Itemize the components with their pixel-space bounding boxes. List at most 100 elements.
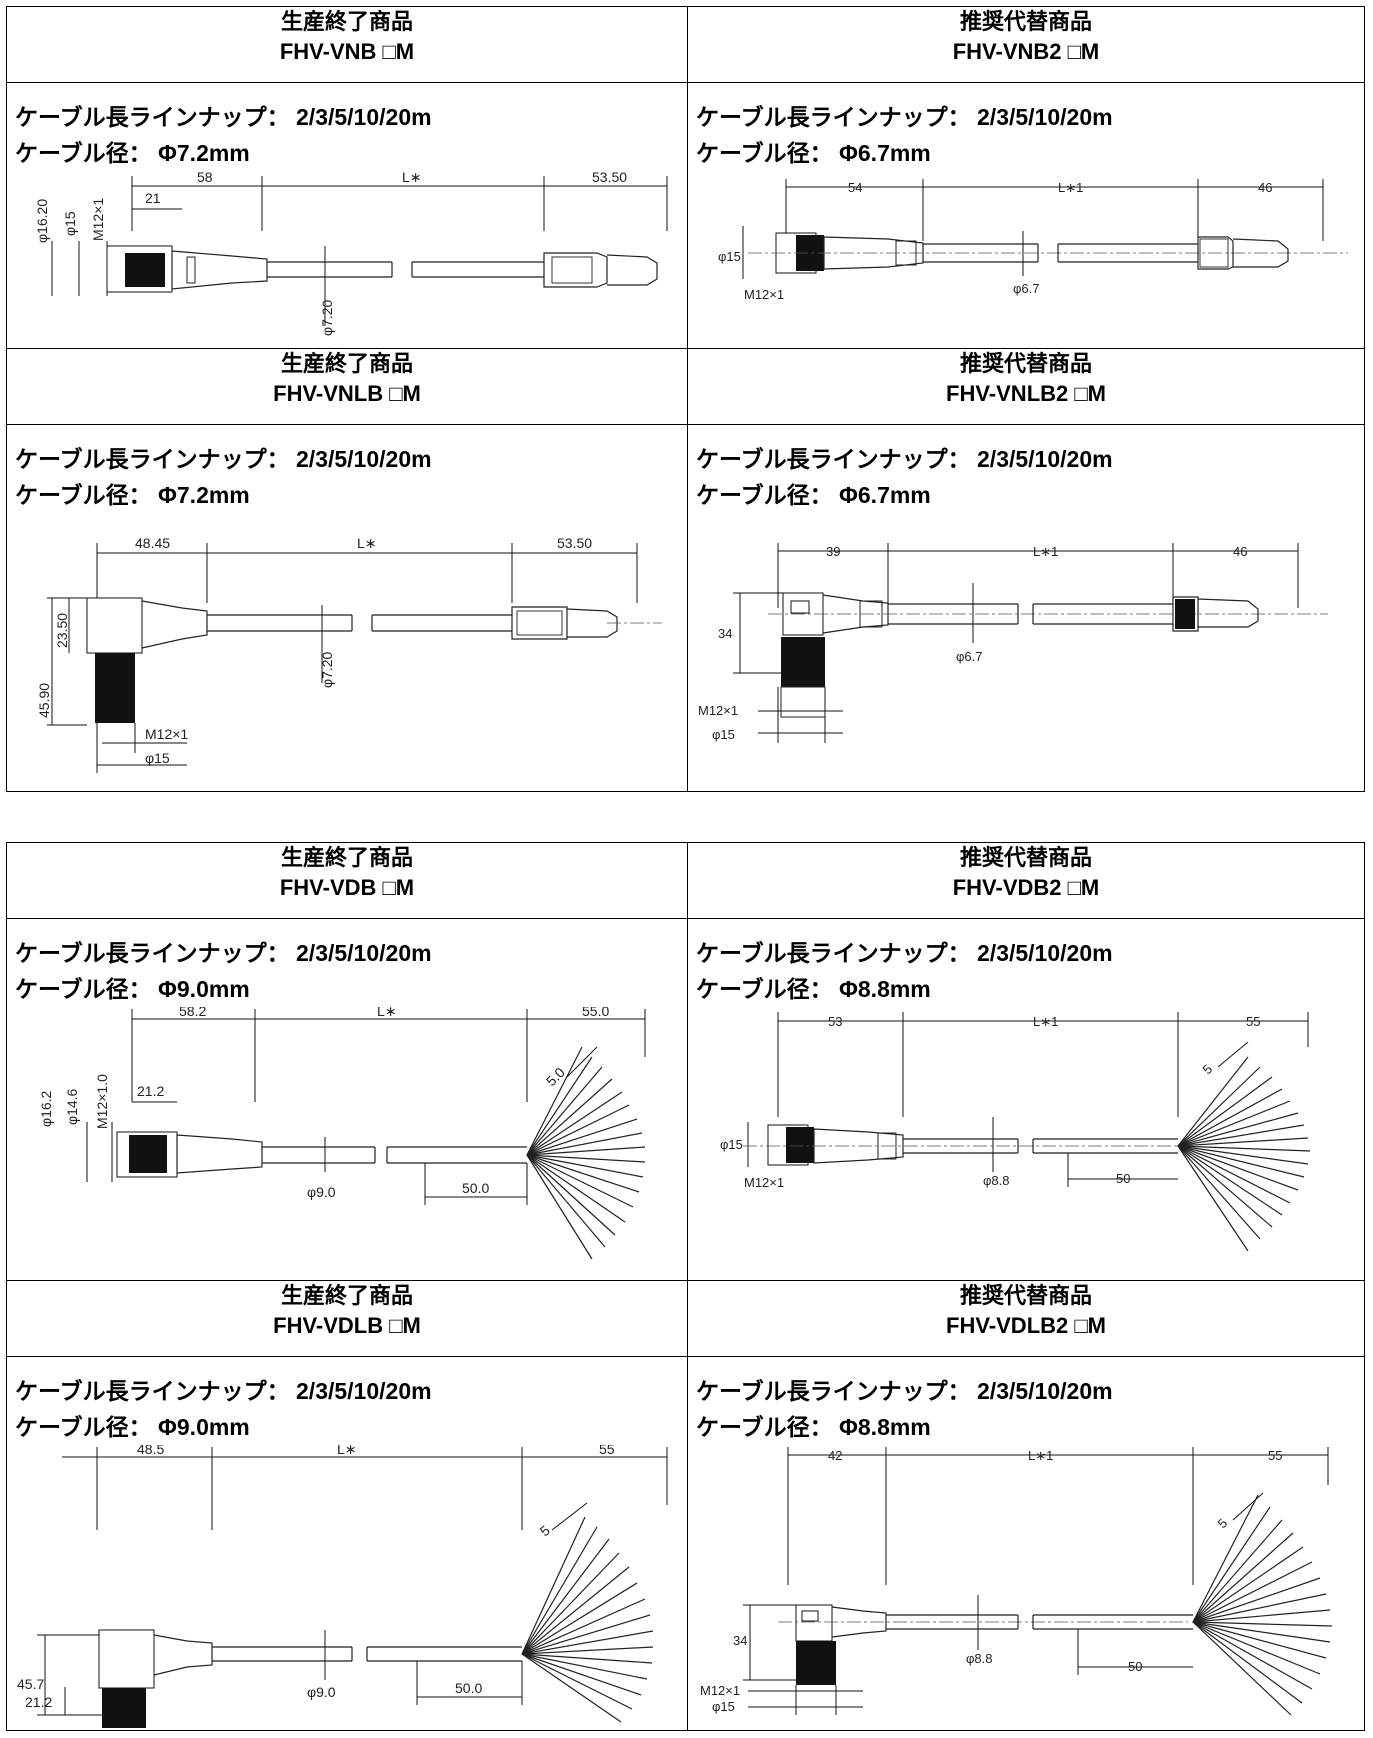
spec-cell-vdb: ケーブル長ラインナップ： 2/3/5/10/20m ケーブル径： Φ9.0mm … xyxy=(6,918,688,1281)
dim-label: φ7.20 xyxy=(319,651,335,688)
product-status: 推奨代替商品 xyxy=(959,1283,1092,1308)
dim-label: φ15 xyxy=(718,249,741,264)
dim-label: 50 xyxy=(1128,1659,1142,1674)
dim-label: 34 xyxy=(718,626,732,641)
dim-label: M12×1 xyxy=(90,198,106,241)
dim-label: 55 xyxy=(599,1445,615,1457)
dim-label: 21.2 xyxy=(25,1694,52,1710)
dim-label: L∗1 xyxy=(1033,1014,1058,1029)
spec-cell-vnlb: ケーブル長ラインナップ： 2/3/5/10/20m ケーブル径： Φ7.2mm … xyxy=(6,424,688,792)
dim-label: φ9.0 xyxy=(307,1684,336,1700)
dim-label: 53 xyxy=(828,1014,842,1029)
dim-label: 54 xyxy=(848,180,862,195)
product-status: 生産終了商品 xyxy=(280,351,413,376)
product-status: 推奨代替商品 xyxy=(959,845,1092,870)
discontinued-header: 生産終了商品 FHV-VNLB □M xyxy=(6,348,688,425)
cable-diameter: ケーブル径： Φ8.8mm xyxy=(696,976,931,1002)
model-name: FHV-VNB □M xyxy=(279,39,415,64)
dim-label: L∗1 xyxy=(1033,544,1058,559)
discontinued-header: 生産終了商品 FHV-VDLB □M xyxy=(6,1280,688,1357)
comparison-table-2: 生産終了商品 FHV-VDB □M 推奨代替商品 FHV-VDB2 □M ケーブ… xyxy=(6,842,1365,1731)
dim-label: φ9.0 xyxy=(307,1184,336,1200)
spec-cell-vdlb: ケーブル長ラインナップ： 2/3/5/10/20m ケーブル径： Φ9.0mm … xyxy=(6,1356,688,1731)
dim-label: φ15 xyxy=(712,727,735,742)
dim-label: 21.2 xyxy=(137,1083,164,1099)
cable-diameter: ケーブル径： Φ8.8mm xyxy=(696,1414,931,1440)
header-row: 生産終了商品 FHV-VDLB □M 推奨代替商品 FHV-VDLB2 □M xyxy=(6,1280,1365,1357)
dim-label: 23.50 xyxy=(54,613,70,648)
spec-row: ケーブル長ラインナップ： 2/3/5/10/20m ケーブル径： Φ7.2mm … xyxy=(6,82,1365,349)
product-status: 生産終了商品 xyxy=(280,845,413,870)
spec-row: ケーブル長ラインナップ： 2/3/5/10/20m ケーブル径： Φ9.0mm … xyxy=(6,918,1365,1281)
dim-label: φ8.8 xyxy=(983,1173,1010,1188)
dim-label: 46 xyxy=(1233,544,1247,559)
dim-label: 53.50 xyxy=(557,535,592,551)
dim-label: φ15 xyxy=(720,1137,743,1152)
dim-label: φ8.8 xyxy=(966,1651,993,1666)
dim-label: 5 xyxy=(1215,1515,1231,1531)
cable-diameter: ケーブル径： Φ6.7mm xyxy=(696,140,931,166)
spec-cell-vnb2: ケーブル長ラインナップ： 2/3/5/10/20m ケーブル径： Φ6.7mm … xyxy=(687,82,1365,349)
model-name: FHV-VNLB □M xyxy=(273,381,421,406)
wire-fan xyxy=(526,1046,646,1260)
dim-label: φ6.7 xyxy=(956,649,983,664)
dim-label: M12×1 xyxy=(700,1683,740,1698)
header-row: 生産終了商品 FHV-VNB □M 推奨代替商品 FHV-VNB2 □M xyxy=(6,6,1365,83)
dim-label: φ6.7 xyxy=(1013,281,1040,296)
dim-label: L∗ xyxy=(337,1445,357,1457)
dim-label: φ16.2 xyxy=(38,1090,54,1127)
dim-label: L∗ xyxy=(402,171,422,185)
cable-drawing-vdlb2: 42 L∗1 55 34 φ8.8 50 xyxy=(700,1447,1333,1716)
spec-row: ケーブル長ラインナップ： 2/3/5/10/20m ケーブル径： Φ9.0mm … xyxy=(6,1356,1365,1731)
cable-lineup: ケーブル長ラインナップ： 2/3/5/10/20m xyxy=(15,446,432,472)
spec-cell-vnb: ケーブル長ラインナップ： 2/3/5/10/20m ケーブル径： Φ7.2mm … xyxy=(6,82,688,349)
dim-label: 55 xyxy=(1246,1014,1260,1029)
dim-label: M12×1 xyxy=(744,1175,784,1190)
dim-label: 58.2 xyxy=(179,1007,206,1019)
cable-drawing-vdb2: 53 L∗1 55 φ15 φ8.8 50 M12×1 xyxy=(720,1012,1311,1252)
dim-label: 5 xyxy=(1200,1061,1216,1077)
cable-drawing-vnlb2: 39 L∗1 46 34 φ6 xyxy=(698,543,1328,743)
discontinued-header: 生産終了商品 FHV-VNB □M xyxy=(6,6,688,83)
dim-label: 46 xyxy=(1258,180,1272,195)
replacement-header: 推奨代替商品 FHV-VDLB2 □M xyxy=(687,1280,1365,1357)
product-status: 推奨代替商品 xyxy=(959,9,1092,34)
comparison-table-1: 生産終了商品 FHV-VNB □M 推奨代替商品 FHV-VNB2 □M ケーブ… xyxy=(6,6,1365,792)
product-status: 推奨代替商品 xyxy=(959,351,1092,376)
dim-label: 21 xyxy=(145,190,161,206)
cable-lineup: ケーブル長ラインナップ： 2/3/5/10/20m xyxy=(15,940,432,966)
model-name: FHV-VNLB2 □M xyxy=(946,381,1106,406)
cable-diameter: ケーブル径： Φ9.0mm xyxy=(15,1414,250,1440)
dim-label: M12×1 xyxy=(145,726,188,742)
dim-label: 50.0 xyxy=(462,1180,489,1196)
wire-fan xyxy=(521,1516,654,1723)
cable-lineup: ケーブル長ラインナップ： 2/3/5/10/20m xyxy=(696,1378,1113,1404)
dim-label: 5 xyxy=(537,1522,553,1539)
cable-drawing-vnb2: 54 L∗1 46 φ15 φ6.7 M12×1 xyxy=(718,179,1348,302)
dim-label: 5.0 xyxy=(543,1064,568,1089)
dim-label: 50 xyxy=(1116,1171,1130,1186)
dim-label: φ15 xyxy=(145,750,170,766)
dim-label: 42 xyxy=(828,1448,842,1463)
dim-label: φ7.20 xyxy=(319,299,335,336)
cable-lineup: ケーブル長ラインナップ： 2/3/5/10/20m xyxy=(15,104,432,130)
cable-diameter: ケーブル径： Φ7.2mm xyxy=(15,482,250,508)
cable-drawing-vnlb: 48.45 L∗ 53.50 45.90 23.50 φ7.20 xyxy=(36,535,662,773)
replacement-header: 推奨代替商品 FHV-VNLB2 □M xyxy=(687,348,1365,425)
spec-row: ケーブル長ラインナップ： 2/3/5/10/20m ケーブル径： Φ7.2mm … xyxy=(6,424,1365,792)
dim-label: φ15 xyxy=(712,1699,735,1714)
dim-label: 48.45 xyxy=(135,535,170,551)
dim-label: φ14.6 xyxy=(64,1088,80,1125)
model-name: FHV-VNB2 □M xyxy=(952,39,1100,64)
model-name: FHV-VDLB2 □M xyxy=(946,1313,1106,1338)
cable-drawing-vnb: 58 L∗ 53.50 21 φ16.20 φ15 M12×1 xyxy=(34,171,668,336)
dim-label: φ15 xyxy=(62,211,78,236)
cable-diameter: ケーブル径： Φ9.0mm xyxy=(15,976,250,1002)
dim-label: 34 xyxy=(733,1633,747,1648)
dim-label: L∗ xyxy=(377,1007,397,1019)
discontinued-header: 生産終了商品 FHV-VDB □M xyxy=(6,842,688,919)
dim-label: M12×1 xyxy=(698,703,738,718)
dim-label: 39 xyxy=(826,544,840,559)
header-row: 生産終了商品 FHV-VDB □M 推奨代替商品 FHV-VDB2 □M xyxy=(6,842,1365,919)
dim-label: 45.7 xyxy=(17,1676,44,1692)
